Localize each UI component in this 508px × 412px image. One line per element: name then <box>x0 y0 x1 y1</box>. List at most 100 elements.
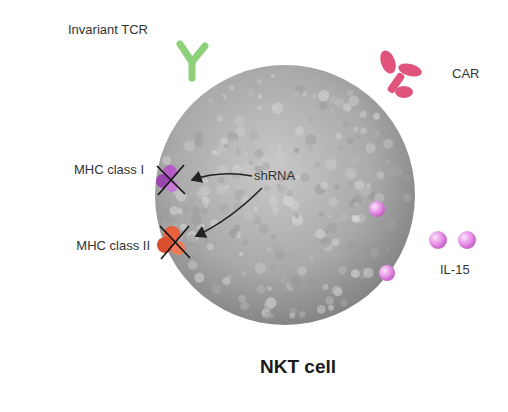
texture-dot <box>212 150 217 155</box>
cytokine-label: IL-15 <box>440 262 470 278</box>
texture-dot <box>386 247 391 252</box>
texture-dot <box>309 117 314 122</box>
texture-dot <box>254 216 262 224</box>
car-receptor <box>377 48 423 98</box>
texture-dot <box>265 312 273 320</box>
texture-dot <box>254 206 259 211</box>
agent-label: shRNA <box>254 168 295 184</box>
texture-dot <box>242 240 248 246</box>
texture-dot <box>351 269 360 278</box>
texture-dot <box>194 273 204 283</box>
texture-dot <box>291 191 296 196</box>
texture-dot <box>330 109 334 113</box>
texture-dot <box>310 277 317 284</box>
texture-dot <box>373 113 380 120</box>
texture-dot <box>370 248 380 258</box>
texture-dot <box>330 248 340 258</box>
texture-dot <box>259 224 268 233</box>
texture-dot <box>196 160 206 170</box>
texture-dot <box>207 243 214 250</box>
texture-dot <box>292 214 304 226</box>
texture-dot <box>258 94 262 98</box>
texture-dot <box>295 265 301 271</box>
texture-dot <box>332 286 342 296</box>
texture-dot <box>270 264 277 271</box>
texture-dot <box>222 277 230 285</box>
texture-dot <box>241 271 246 276</box>
texture-dot <box>200 185 210 195</box>
texture-dot <box>360 127 367 134</box>
texture-dot <box>397 169 403 175</box>
texture-dot <box>307 146 314 153</box>
texture-dot <box>289 313 295 319</box>
texture-dot <box>202 197 210 205</box>
texture-dot <box>356 135 361 140</box>
texture-dot <box>360 111 367 118</box>
texture-dot <box>248 154 259 165</box>
texture-dot <box>319 211 324 216</box>
texture-dot <box>383 139 393 149</box>
texture-dot <box>403 193 412 202</box>
texture-dot <box>319 102 327 110</box>
texture-dot <box>350 154 361 165</box>
texture-dot <box>340 299 348 307</box>
texture-dot <box>327 222 337 232</box>
texture-dot <box>272 103 284 115</box>
texture-dot <box>275 149 285 159</box>
texture-dot <box>328 198 338 208</box>
texture-dot <box>325 159 336 170</box>
texture-dot <box>244 211 253 220</box>
tcr-receptor <box>180 44 205 78</box>
texture-dot <box>191 207 200 216</box>
texture-dot <box>255 263 266 274</box>
texture-dot <box>335 98 344 107</box>
texture-dot <box>203 178 208 183</box>
texture-dot <box>296 175 300 179</box>
texture-dot <box>229 229 238 238</box>
texture-dot <box>335 133 342 140</box>
cell-caption: NKT cell <box>260 356 336 378</box>
texture-dot <box>278 185 286 193</box>
texture-dot <box>216 185 227 196</box>
cell-texture <box>158 74 412 319</box>
texture-dot <box>385 219 397 231</box>
texture-dot <box>349 95 359 105</box>
texture-dot <box>294 148 299 153</box>
texture-dot <box>289 277 301 289</box>
texture-dot <box>335 121 345 131</box>
texture-dot <box>373 134 378 139</box>
texture-dot <box>323 284 329 290</box>
texture-dot <box>182 206 190 214</box>
texture-dot <box>197 225 201 229</box>
texture-dot <box>212 284 222 294</box>
texture-dot <box>271 74 275 78</box>
texture-dot <box>347 89 354 96</box>
texture-dot <box>245 142 257 154</box>
receptor-label: Invariant TCR <box>68 22 148 38</box>
texture-dot <box>285 300 290 305</box>
texture-dot <box>344 198 349 203</box>
texture-dot <box>377 172 385 180</box>
texture-dot <box>257 106 262 111</box>
texture-dot <box>338 145 344 151</box>
texture-dot <box>328 305 334 311</box>
knockdown-arrow <box>196 188 262 236</box>
texture-dot <box>217 116 223 122</box>
mhc-class-ii <box>157 226 190 259</box>
texture-dot <box>240 302 249 311</box>
texture-dot <box>195 132 204 141</box>
texture-dot <box>200 235 209 244</box>
texture-dot <box>338 82 348 92</box>
texture-dot <box>332 239 339 246</box>
texture-dot <box>267 286 272 291</box>
texture-dot <box>325 297 333 305</box>
receptor-label: CAR <box>452 66 479 82</box>
texture-dot <box>170 206 179 215</box>
il15-molecules <box>369 201 476 281</box>
texture-dot <box>220 137 228 145</box>
texture-dot <box>238 295 246 303</box>
texture-dot <box>369 171 373 175</box>
texture-dot <box>404 174 410 180</box>
texture-dot <box>343 103 352 112</box>
texture-dot <box>335 218 340 223</box>
